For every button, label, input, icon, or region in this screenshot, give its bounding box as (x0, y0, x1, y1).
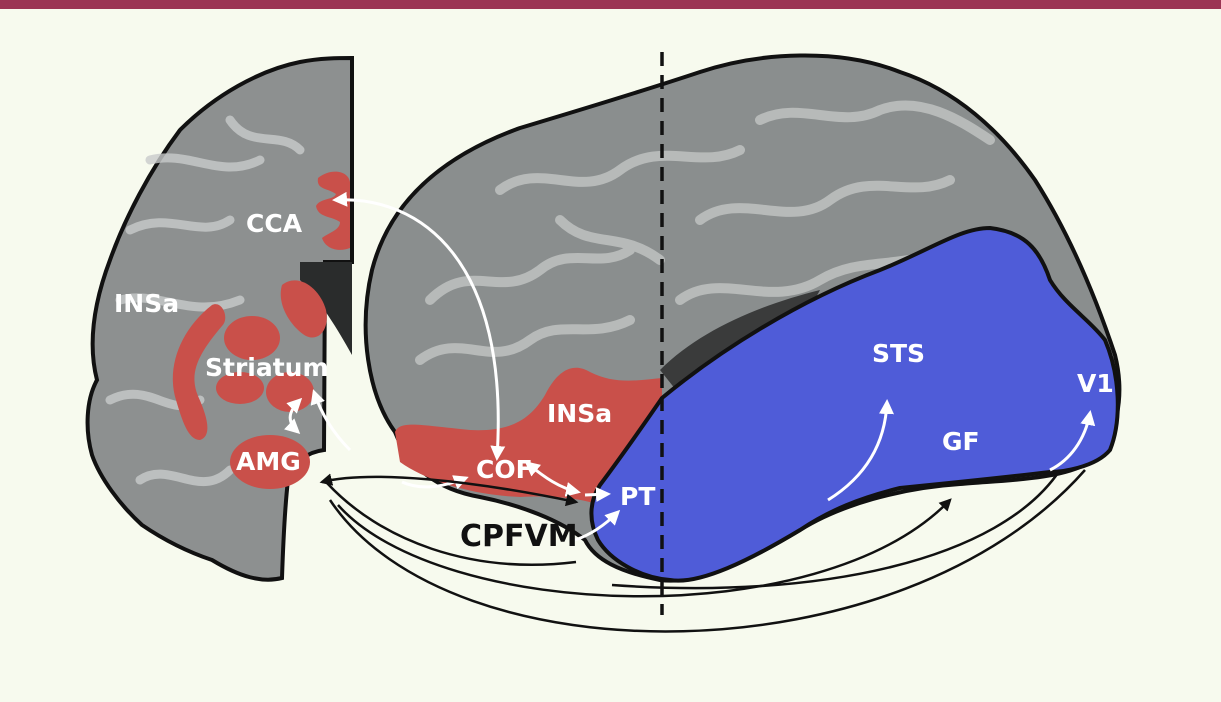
label-gf: GF (942, 427, 980, 456)
label-cca: CCA (246, 209, 303, 238)
label-cpfvm: CPFVM (460, 519, 578, 554)
label-striatum: Striatum (205, 353, 329, 382)
arrow-to-pt (585, 494, 608, 495)
lateral-brain (366, 55, 1120, 580)
label-insa-coronal: INSa (114, 289, 179, 318)
label-pt: PT (620, 482, 655, 511)
label-sts: STS (872, 339, 925, 368)
coronal-slice (88, 58, 352, 580)
label-insa-lateral: INSa (547, 399, 612, 428)
label-cof: COF (476, 455, 533, 484)
label-v1: V1 (1077, 369, 1114, 398)
label-amg: AMG (236, 447, 301, 476)
